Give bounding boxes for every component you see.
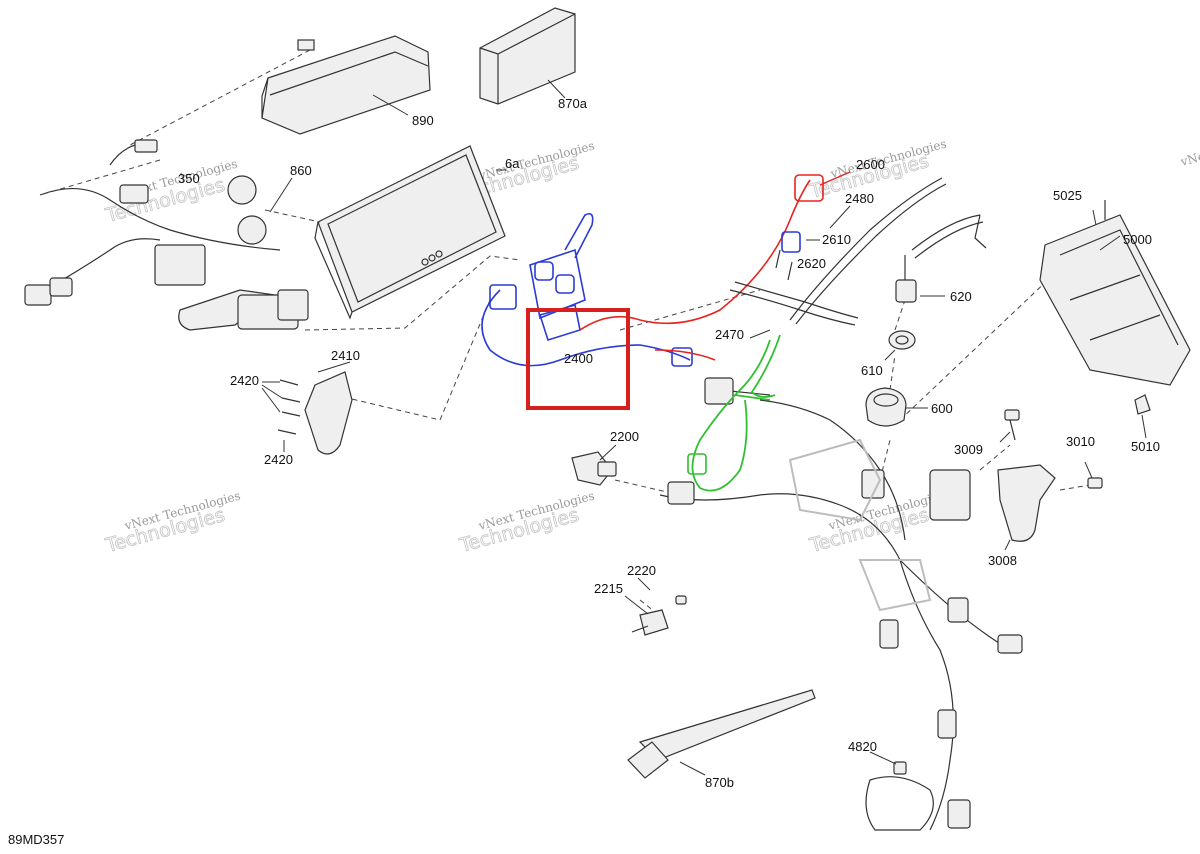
- label-870a: 870a: [558, 96, 588, 111]
- label-2200: 2200: [610, 429, 639, 444]
- label-2400: 2400: [564, 351, 593, 366]
- label-2480: 2480: [845, 191, 874, 206]
- part-6a-display: [314, 145, 506, 320]
- label-890: 890: [412, 113, 434, 128]
- label-2410: 2410: [331, 348, 360, 363]
- label-870b: 870b: [705, 775, 734, 790]
- label-860: 860: [290, 163, 312, 178]
- label-3008: 3008: [988, 553, 1017, 568]
- part-3008-bracket: [997, 409, 1103, 542]
- part-870a-filter-pad: [479, 7, 576, 105]
- part-2600-red-harness: [579, 171, 851, 361]
- part-2480-hose: [729, 177, 947, 326]
- label-620: 620: [950, 289, 972, 304]
- label-4820: 4820: [848, 739, 877, 754]
- highlight-box: [526, 308, 630, 410]
- label-3009: 3009: [954, 442, 983, 457]
- callout-labels: 890 870a 860 350 6a 2600 2480 2610 2620 …: [178, 96, 1160, 790]
- label-2600: 2600: [856, 157, 885, 172]
- label-610: 610: [861, 363, 883, 378]
- label-2215: 2215: [594, 581, 623, 596]
- part-left-wiring-harness: [24, 139, 309, 331]
- label-2470: 2470: [715, 327, 744, 342]
- label-2620: 2620: [797, 256, 826, 271]
- label-5010: 5010: [1131, 439, 1160, 454]
- part-890-battery-pack: [261, 35, 431, 135]
- reference-lines: [39, 49, 1101, 621]
- part-4820-nut: [893, 761, 907, 775]
- part-620-coil-cord: [895, 214, 987, 303]
- leader-lines: [261, 79, 1147, 776]
- part-2200-sensor: [571, 451, 617, 486]
- part-610-600-knob: [865, 330, 916, 427]
- label-600: 600: [931, 401, 953, 416]
- label-2420: 2420: [264, 452, 293, 467]
- part-2400-switch-assembly: [481, 212, 693, 367]
- label-2220: 2220: [627, 563, 656, 578]
- label-2420: 2420: [230, 373, 259, 388]
- label-350: 350: [178, 171, 200, 186]
- label-5025: 5025: [1053, 188, 1082, 203]
- label-3010: 3010: [1066, 434, 1095, 449]
- part-5000-control-module: [1039, 200, 1191, 415]
- watermark-text: vNext Technologies: [1178, 125, 1200, 170]
- label-6a: 6a: [505, 156, 520, 171]
- diagram-code: 89MD357: [8, 832, 65, 847]
- part-main-wiring-harness: [659, 377, 1023, 831]
- part-2470-green-harness: [687, 334, 781, 492]
- part-2610-connector: [775, 231, 801, 281]
- part-2215-2220-pin: [631, 595, 687, 636]
- part-870b-cable-tie: [627, 689, 816, 779]
- label-2610: 2610: [822, 232, 851, 247]
- label-5000: 5000: [1123, 232, 1152, 247]
- part-2410-bracket: [277, 371, 353, 455]
